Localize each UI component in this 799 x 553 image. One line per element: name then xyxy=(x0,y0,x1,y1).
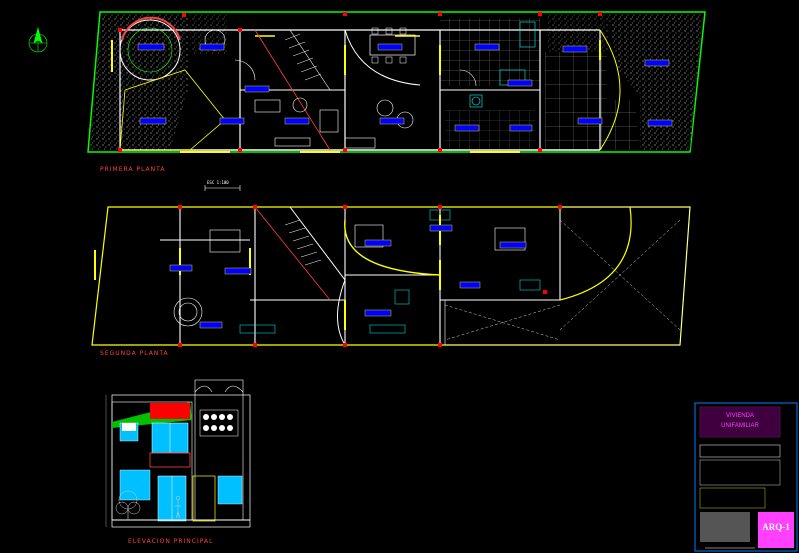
project-title-line1: VIVIENDA xyxy=(725,413,754,419)
scale-text: ESC 1:100 xyxy=(207,180,229,185)
second-floor-label: SEGUNDA PLANTA xyxy=(100,350,169,357)
main-elevation xyxy=(105,379,251,528)
elevation-label: ELEVACION PRINCIPAL xyxy=(128,538,214,545)
title-block xyxy=(694,402,798,552)
first-floor-label: PRIMERA PLANTA xyxy=(100,166,166,173)
second-floor-plan xyxy=(91,185,691,347)
logo: ARQ-1 xyxy=(762,522,790,532)
first-floor-plan xyxy=(28,11,706,153)
project-title-line2: UNIFAMILIAR xyxy=(721,423,759,429)
